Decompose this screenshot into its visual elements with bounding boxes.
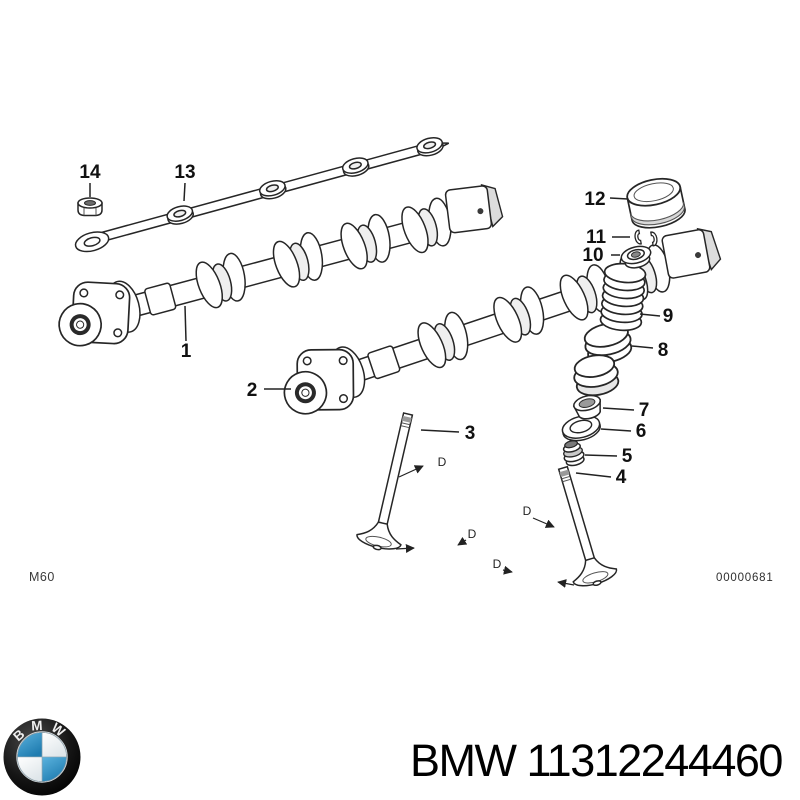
part-9-outer-spring-drawing [599,262,647,332]
part-10-spring-retainer-drawing [620,245,652,269]
dim-label-stem-4: D [523,504,532,518]
engine-code-label: M60 [29,570,55,584]
part-number-text: 11312244460 [526,735,783,786]
callout-6: 6 [636,421,647,442]
callout-13: 13 [174,162,195,183]
callout-7: 7 [639,400,650,421]
callout-4: 4 [616,467,627,488]
callout-11: 11 [586,227,607,248]
part-4-valve-drawing [557,465,618,587]
part-3-valve-drawing [356,412,414,551]
callout-2: 2 [247,380,258,401]
callout-12: 12 [584,189,605,210]
part-12-bucket-tappet-drawing [626,177,686,229]
callout-leader-lines [89,182,661,478]
callout-9: 9 [663,306,674,327]
dim-label-head-4: D [493,557,502,571]
callout-5: 5 [622,446,633,467]
callout-3: 3 [465,423,476,444]
bmw-logo: BMW [3,718,81,796]
exploded-parts-diagram: 1 2 3 4 5 6 7 8 9 10 11 12 13 14 D D D D [0,136,800,588]
callout-1: 1 [181,341,192,362]
part-5-stem-seal-drawing [562,440,585,467]
logo-quadrants [17,732,67,782]
part-6-spring-plate-drawing [561,415,601,442]
dimension-arrows [395,465,575,588]
callout-10: 10 [582,245,603,266]
callout-14: 14 [79,162,101,183]
part-13-oil-rail-drawing [74,136,450,253]
part-14-nut-drawing [77,197,103,217]
dim-label-head-3: D [468,527,477,541]
brand-text: BMW [410,735,517,786]
part-7-spring-seat-drawing [572,394,601,420]
drawing-number-label: 00000681 [716,572,774,584]
part-8-inner-spring-drawing [573,322,633,397]
dim-label-stem-3: D [438,455,447,469]
part-11-valve-keepers-drawing [633,229,659,247]
callout-8: 8 [658,340,669,361]
